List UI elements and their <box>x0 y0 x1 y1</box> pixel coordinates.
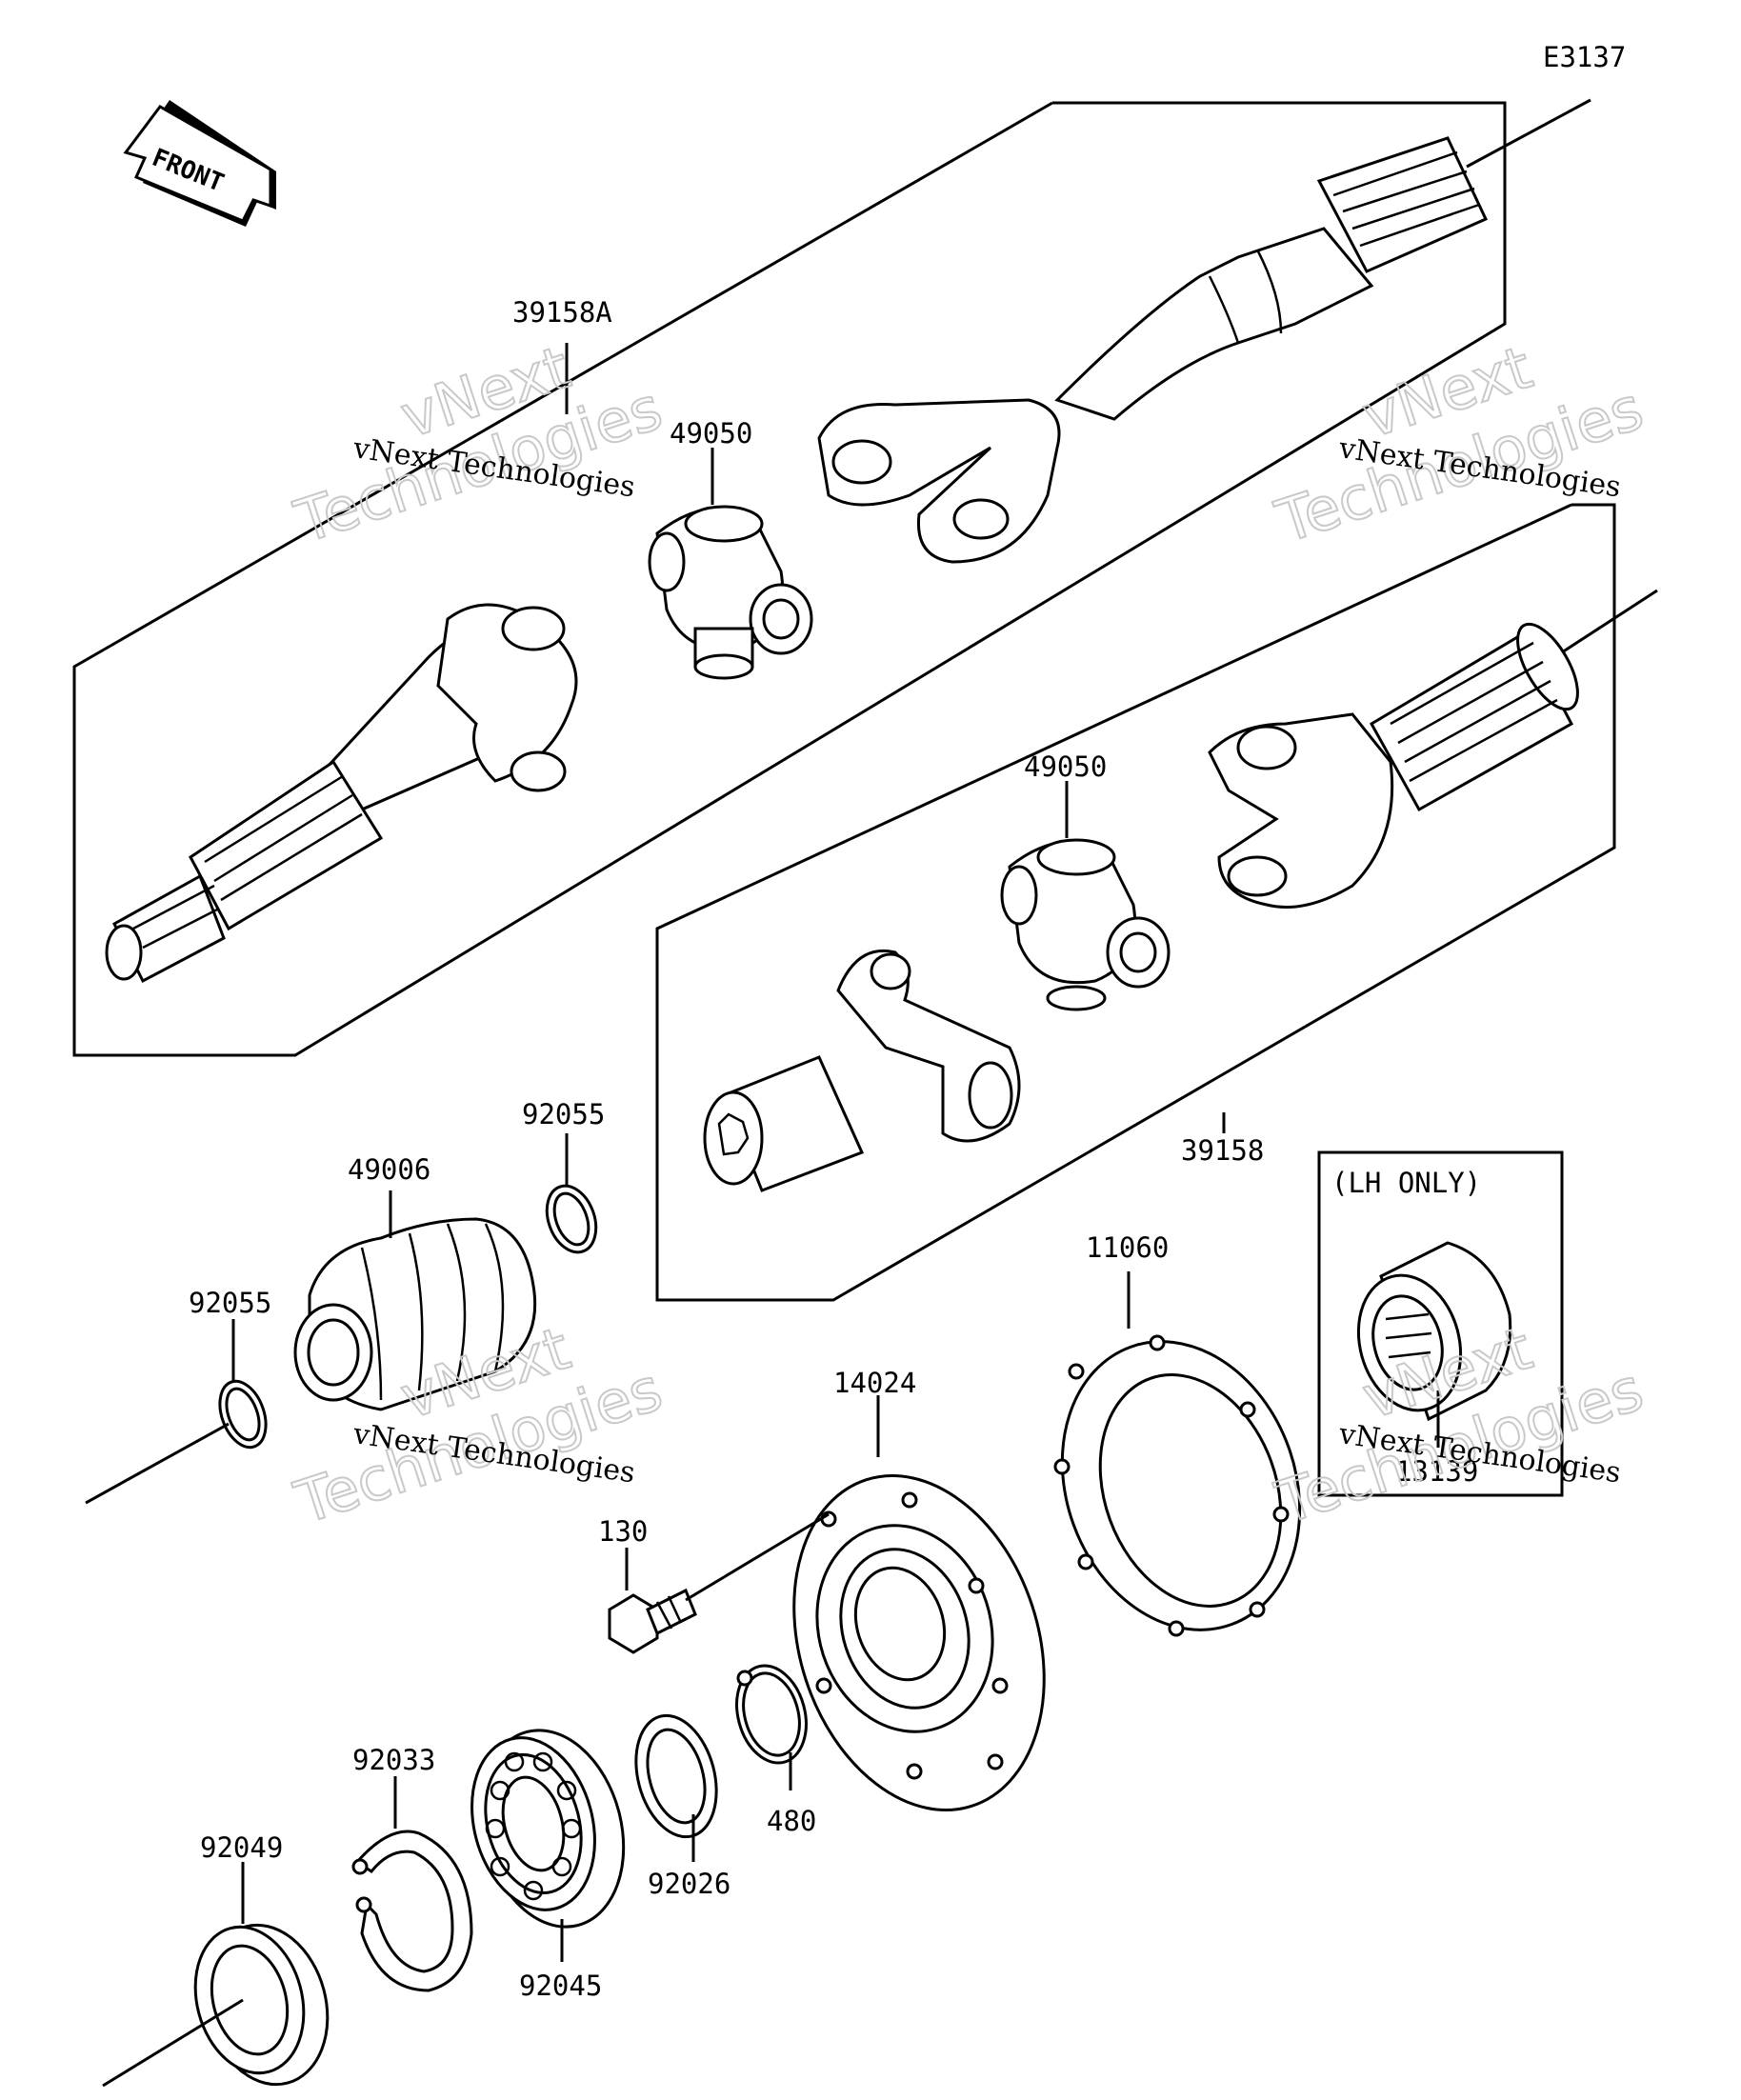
oil-seal-92049 <box>193 1923 330 2087</box>
universal-joint-upper <box>648 505 813 680</box>
snap-ring-480 <box>735 1664 808 1765</box>
callout-39158: 39158 <box>1181 1134 1264 1167</box>
callout-480: 480 <box>767 1805 816 1837</box>
circlip-92033 <box>351 1830 473 1992</box>
bolt-130 <box>608 1588 697 1654</box>
shaft-assembly-39158 <box>655 503 1616 1302</box>
callout-49050-upper: 49050 <box>670 417 752 450</box>
diagram-code: E3137 <box>1543 41 1626 73</box>
housing-14024 <box>792 1474 1046 1811</box>
gasket-11060 <box>1053 1334 1302 1637</box>
callout-92045: 92045 <box>519 1970 602 2002</box>
spacer-92026 <box>634 1713 718 1839</box>
callout-92055-lower: 92055 <box>189 1287 271 1319</box>
universal-joint-lower <box>1000 838 1171 1011</box>
callout-92026: 92026 <box>648 1868 730 1900</box>
callout-49050-lower: 49050 <box>1024 750 1107 783</box>
shaft-assembly-39158a <box>72 101 1507 1057</box>
watermark-top-right: vNext Technologies vNext Technologies <box>1267 331 1651 558</box>
lh-only-box <box>1317 1150 1564 1497</box>
callout-39158a: 39158A <box>512 296 612 329</box>
lh-only-label: (LH ONLY) <box>1331 1167 1481 1199</box>
bearing-92045 <box>470 1729 626 1929</box>
watermark-bottom-right: vNext Technologies vNext Technologies <box>1267 1312 1651 1539</box>
callout-11060: 11060 <box>1086 1231 1169 1264</box>
clamp-92055-upper <box>545 1184 598 1254</box>
callout-49006: 49006 <box>348 1153 430 1186</box>
callout-14024: 14024 <box>833 1367 916 1399</box>
front-arrow-icon: FRONT <box>123 100 276 227</box>
callout-13139: 13139 <box>1395 1455 1478 1488</box>
callout-92055-upper: 92055 <box>522 1098 605 1130</box>
watermark-top-left: vNext Technologies vNext Technologies <box>286 331 670 558</box>
callout-92033: 92033 <box>352 1744 435 1776</box>
callout-130: 130 <box>598 1515 648 1548</box>
coupler-13139 <box>1356 1241 1512 1422</box>
callout-92049: 92049 <box>200 1831 283 1864</box>
boot-49006 <box>293 1217 537 1411</box>
clamp-92055-lower <box>218 1379 268 1450</box>
axis-line <box>1466 98 1591 169</box>
